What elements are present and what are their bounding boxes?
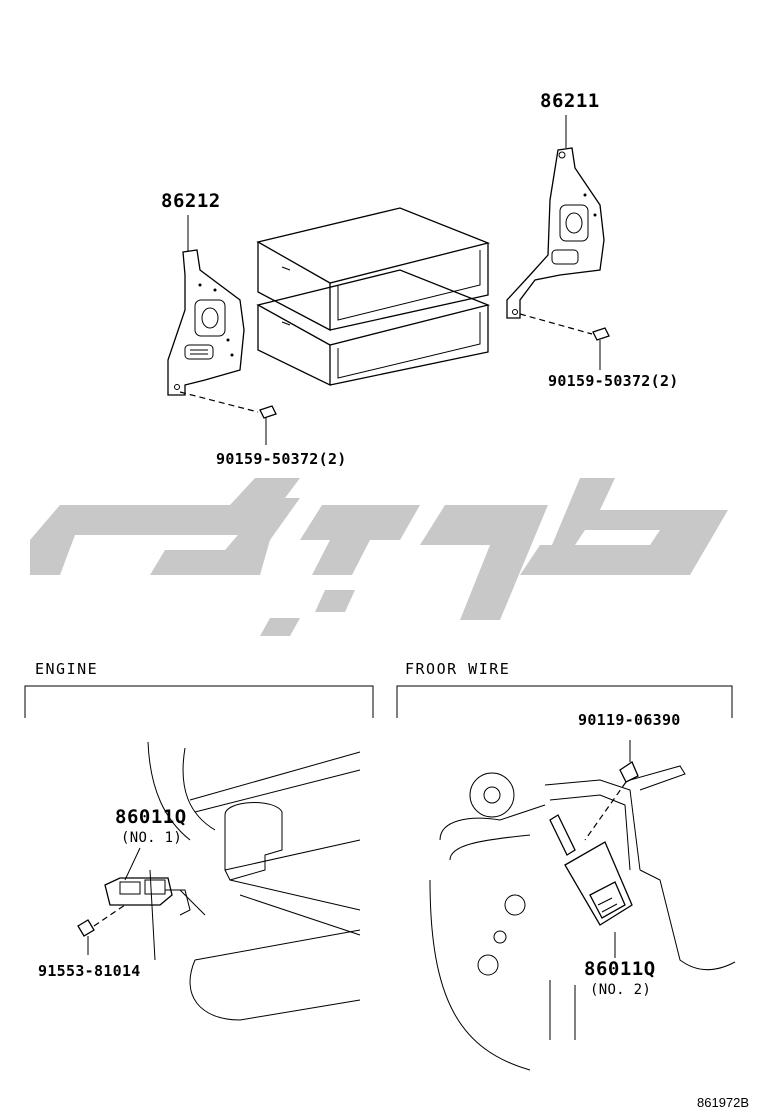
section-title-floor-wire: FROOR WIRE: [405, 660, 511, 678]
part-number-90119[interactable]: 90119-06390: [578, 711, 681, 729]
part-number-bolt-left[interactable]: 90159-50372(2): [216, 450, 347, 468]
radio-box-drawing: [256, 207, 491, 387]
part-number-86211[interactable]: 86211: [540, 90, 600, 112]
diagram-code: 861972B: [697, 1095, 750, 1110]
engine-section-frame: [24, 685, 374, 718]
section-title-engine: ENGINE: [35, 660, 99, 678]
engine-drawing: [77, 741, 361, 1021]
floor-wire-drawing: [429, 740, 736, 1071]
part-number-86011q-no2[interactable]: 86011Q: [584, 958, 656, 980]
bracket-86212-drawing: [167, 215, 277, 445]
floor-wire-section-frame: [396, 685, 733, 718]
part-sub-no2: (NO. 2): [590, 982, 652, 998]
part-number-86011q-no1[interactable]: 86011Q: [115, 806, 187, 828]
watermark-logo: [30, 478, 728, 636]
part-number-86212[interactable]: 86212: [161, 190, 221, 212]
bracket-86211-drawing: [506, 115, 610, 370]
part-number-91553[interactable]: 91553-81014: [38, 962, 141, 980]
part-number-bolt-right[interactable]: 90159-50372(2): [548, 372, 679, 390]
part-sub-no1: (NO. 1): [121, 830, 183, 846]
